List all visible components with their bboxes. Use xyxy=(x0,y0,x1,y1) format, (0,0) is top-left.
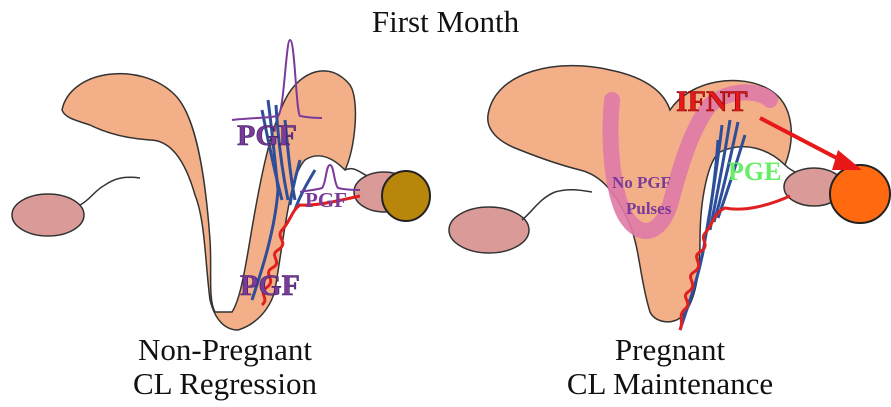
right-ligament-left xyxy=(522,190,592,220)
left-label-pgf-top: PGF xyxy=(237,119,297,152)
left-label-pgf-bottom: PGF xyxy=(240,269,300,302)
left-caption-line1: Non-Pregnant xyxy=(60,333,390,367)
left-uterus-group xyxy=(12,40,430,330)
right-corpus-luteum xyxy=(830,165,890,223)
right-uterus-group xyxy=(449,66,890,330)
right-ovary-left xyxy=(449,207,529,253)
right-label-ifnt: IFNT xyxy=(676,85,748,118)
left-ligament-left xyxy=(80,177,140,205)
right-caption-line2: CL Maintenance xyxy=(505,367,835,401)
right-label-pulses: Pulses xyxy=(626,199,672,218)
left-corpus-luteum xyxy=(382,171,430,221)
right-caption-line1: Pregnant xyxy=(505,333,835,367)
right-caption: Pregnant CL Maintenance xyxy=(505,333,835,401)
left-ovary-left xyxy=(12,194,84,236)
right-label-no-pgf: No PGF xyxy=(612,173,671,192)
left-caption-line2: CL Regression xyxy=(60,367,390,401)
right-label-pge: PGE xyxy=(728,157,781,186)
left-caption: Non-Pregnant CL Regression xyxy=(60,333,390,401)
right-ifnt-arrowhead xyxy=(832,150,862,170)
left-label-pgf-mid: PGF xyxy=(305,188,347,212)
